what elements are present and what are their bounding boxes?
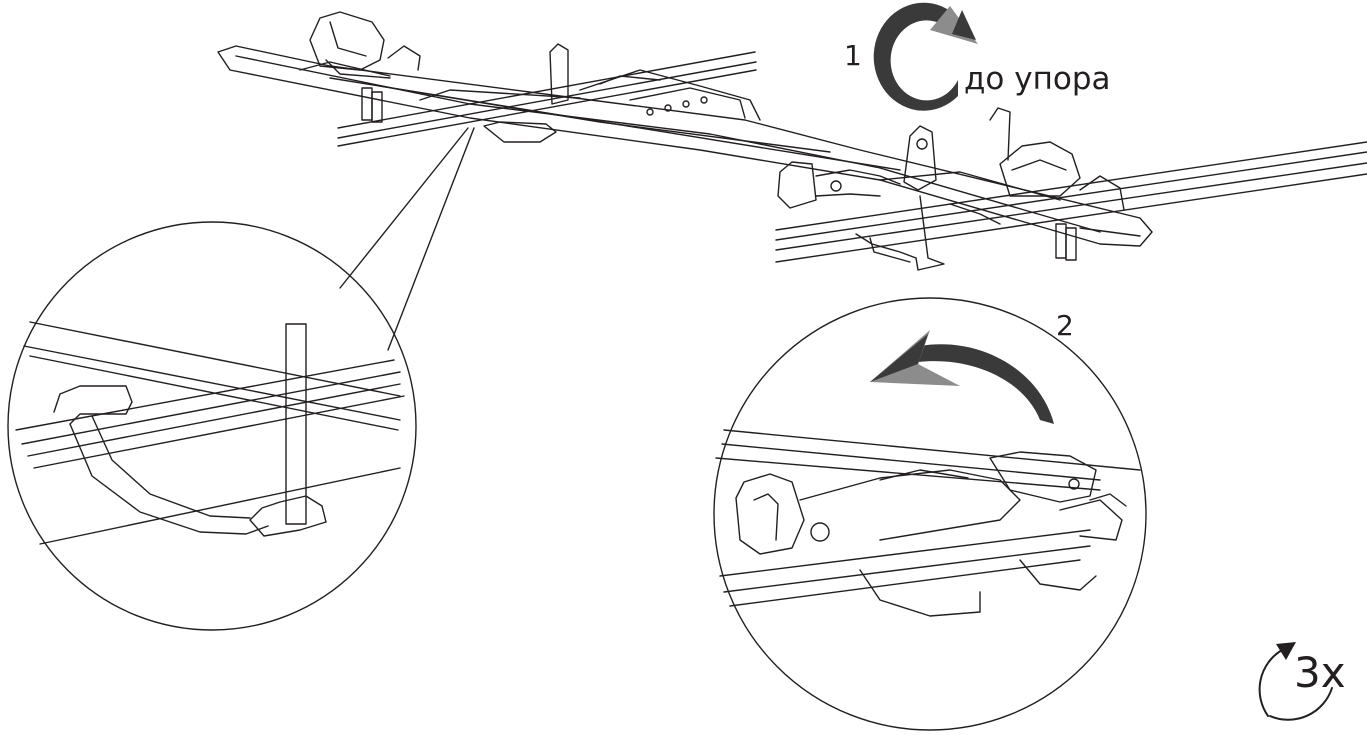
wheel-cradle-rear	[309, 11, 421, 123]
rotate-repeat-icon	[1258, 649, 1333, 721]
lock-detail-circle	[713, 297, 1147, 731]
bike-carrier-rail	[217, 45, 1153, 247]
wheel-cradle-front	[989, 107, 1125, 261]
repeat-arrowhead-icon	[1276, 642, 1296, 660]
repeat-count-label: 3x	[1294, 648, 1346, 697]
step-1-number: 1	[844, 39, 862, 72]
step-2-number: 2	[1056, 309, 1074, 342]
clockwise-tighten-arrow-icon	[873, 2, 978, 111]
roof-bar-rear	[337, 51, 1367, 263]
clamp-detail-circle	[7, 127, 475, 631]
step-1-instruction: до упора	[964, 61, 1111, 97]
frame-holder-arm	[549, 43, 945, 271]
counterclockwise-swing-arrow-icon	[870, 330, 1054, 424]
bar-clamps	[483, 121, 1001, 263]
